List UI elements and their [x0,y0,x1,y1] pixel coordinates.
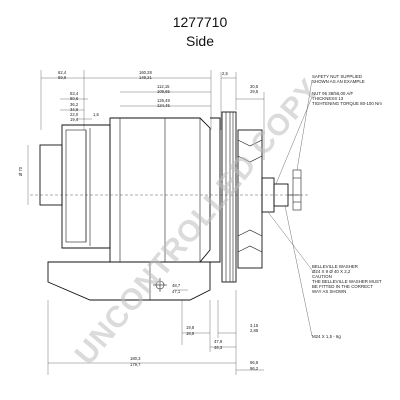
dim-r7: 3,15 [250,323,259,328]
dim-r5: 47,9 [214,339,223,344]
dim-diameter: Ø 70 [18,166,23,176]
dim-b1: 180,3 [130,356,141,361]
dim-r8: 2,85 [250,328,259,333]
dim-b2: 179,7 [130,362,141,367]
dim-d3: 36,2 [70,102,79,107]
view-label: Side [185,33,215,49]
svg-text:Ø24 X 9 Ø 40 X 2,2: Ø24 X 9 Ø 40 X 2,2 [312,269,351,274]
dim-d6: 1,6 [93,112,99,117]
note-nut-spec: NUT 95 38/56,00 A/F THICKNESS 13 TIGHTEN… [312,91,382,106]
leader-lines [267,79,313,337]
dim-d4b: 124,45 [157,103,170,108]
svg-text:TIGHTENING TORQUE 80-100 Nm: TIGHTENING TORQUE 80-100 Nm [312,101,382,106]
dim-d2: 112,15 [157,84,170,89]
dim-r4: 18,5 [186,331,195,336]
dim-r2: 47,1 [172,289,181,294]
svg-text:SAFETY NUT SUPPLIED: SAFETY NUT SUPPLIED [312,74,362,79]
dim-top-d2: 29,5 [250,89,259,94]
dim-r6: 46,3 [214,345,223,350]
dim-d5: 22,0 [70,112,79,117]
dim-r1: 48,7 [172,283,181,288]
svg-text:THE BELLEVILLE WASHER MUST: THE BELLEVILLE WASHER MUST [312,279,382,284]
dim-d5b: 19,4 [70,117,79,122]
dim-d1b: 50,6 [70,96,79,101]
dim-r3: 19,8 [186,325,195,330]
watermark: UNCONTROLLED COPY [69,73,327,372]
dim-d3b: 34,6 [70,107,79,112]
note-safety-nut: SAFETY NUT SUPPLIED SHOWN AS AN EXAMPLE [312,74,365,84]
note-belleville-washer: BELLEVILLE WASHER Ø24 X 9 Ø 40 X 2,2 CAU… [312,264,382,294]
dim-top-c: 2,5 [222,71,228,76]
svg-text:WAY AS SHOWN: WAY AS SHOWN [312,289,346,294]
svg-text:CAUTION: CAUTION [312,274,332,279]
dim-d4: 126,49 [157,98,170,103]
lower-dimension-lines [47,289,264,375]
svg-text:BELLEVILLE WASHER: BELLEVILLE WASHER [312,264,358,269]
dim-b3: 96,8 [250,360,259,365]
dim-b4: 96,2 [250,366,259,371]
dim-top-d: 30,5 [250,84,259,89]
note-thread: M24 X 1,5 - 6g [312,334,341,339]
dim-top-a: 62,4 [58,70,67,75]
svg-text:SHOWN AS AN EXAMPLE: SHOWN AS AN EXAMPLE [312,79,365,84]
svg-text:NUT 95 38/56,00 A/F: NUT 95 38/56,00 A/F [312,91,353,96]
svg-text:THICKNESS 13: THICKNESS 13 [312,96,344,101]
dim-top-b2: 149,21 [139,75,152,80]
top-dimension-lines [40,70,265,160]
alternator-body [39,111,302,301]
svg-text:BE FITTED IN THE CORRECT: BE FITTED IN THE CORRECT [312,284,373,289]
dim-d2b: 109,65 [157,89,170,94]
dim-d1: 53,4 [70,91,79,96]
dim-top-a2: 59,6 [58,75,67,80]
dim-top-b: 160,28 [139,70,152,75]
part-number: 1277710 [172,14,228,30]
